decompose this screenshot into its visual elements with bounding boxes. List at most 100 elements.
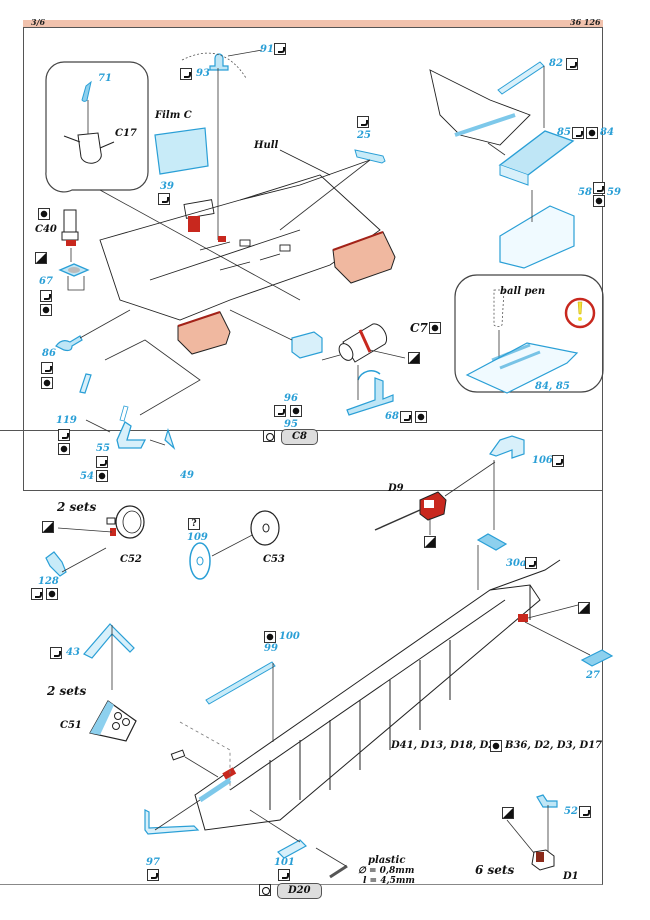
fold-icon	[41, 362, 53, 374]
fold-icon	[552, 455, 564, 467]
part-label-93: 93	[196, 68, 210, 79]
part-label-85: 85	[557, 127, 571, 138]
roll-icon	[96, 470, 108, 482]
remove-icon	[259, 884, 271, 896]
part-c7	[338, 323, 388, 363]
part-label-101: 101	[274, 857, 295, 868]
part-85	[498, 130, 575, 176]
part-label-d9: D9	[388, 483, 404, 494]
part-label-43: 43	[66, 647, 80, 658]
fold-icon	[31, 588, 43, 600]
part-label-52: 52	[564, 806, 578, 817]
fold-icon	[274, 43, 286, 55]
fold-icon	[40, 290, 52, 302]
part-82	[497, 61, 545, 95]
part-58	[499, 205, 575, 269]
red-detail-c	[222, 767, 237, 780]
page-number: 3/6	[31, 17, 46, 27]
part-86	[55, 335, 83, 352]
paint-icon	[502, 807, 514, 819]
small-bracket	[170, 749, 186, 761]
fold-icon	[50, 647, 62, 659]
fold-icon	[593, 182, 605, 194]
part-label-100: 100	[279, 631, 300, 642]
part-label-128: 128	[38, 576, 59, 587]
kit-number: 36 126	[570, 17, 601, 27]
hull-label: Hull	[254, 140, 279, 151]
paint-icon	[578, 602, 590, 614]
roll-icon	[290, 405, 302, 417]
fold-icon	[572, 127, 584, 139]
part-label-55: 55	[96, 443, 110, 454]
part-label-109: 109	[187, 532, 208, 543]
six-sets-label: 6 sets	[475, 863, 515, 877]
part-label-91: 91	[260, 44, 274, 55]
part-30a	[476, 533, 508, 551]
paint-icon	[408, 352, 420, 364]
part-84-85-template	[465, 342, 579, 394]
fold-icon	[274, 405, 286, 417]
red-detail-d	[518, 614, 528, 622]
fold-icon	[566, 58, 578, 70]
part-label-25: 25	[357, 130, 371, 141]
part-label-c51: C51	[60, 720, 82, 731]
red-detail-b	[218, 236, 226, 242]
part-119	[79, 373, 92, 394]
part-label-c40: C40	[35, 224, 57, 235]
part-49	[164, 428, 176, 450]
part-label-68: 68	[385, 411, 399, 422]
side-skirt-drawing	[194, 559, 561, 831]
remove-icon	[263, 430, 275, 442]
part-label-39: 39	[160, 181, 174, 192]
part-label-30a: 30a	[506, 558, 527, 569]
fold-icon	[525, 557, 537, 569]
roll-parts-right: B36, D2, D3, D17	[505, 740, 603, 751]
fold-icon	[278, 869, 290, 881]
part-97	[144, 809, 200, 835]
fold-icon	[147, 869, 159, 881]
part-68	[346, 377, 394, 416]
ball-pen-label: ball pen	[500, 286, 546, 297]
part-106	[489, 435, 525, 459]
part-99	[205, 661, 276, 705]
roll-icon	[264, 631, 276, 643]
ball-pen-drawing	[493, 289, 505, 327]
part-label-119: 119	[56, 415, 77, 426]
part-label-58: 58	[578, 187, 592, 198]
part-label-c17: C17	[115, 128, 137, 139]
top-left-subframe-divider	[23, 490, 324, 491]
part-label-95: 95	[284, 419, 298, 430]
ball-pen-callout	[454, 274, 604, 393]
fold-icon	[579, 806, 591, 818]
fold-icon	[58, 429, 70, 441]
hull-drawing	[99, 149, 381, 321]
roll-parts-left: D41, D13, D18, D23	[391, 740, 503, 751]
roll-icon	[40, 304, 52, 316]
roll-icon	[490, 740, 502, 752]
part-43	[83, 623, 135, 659]
fold-icon	[357, 116, 369, 128]
part-55	[116, 421, 147, 449]
roll-icon	[38, 208, 50, 220]
part-label-71: 71	[98, 73, 112, 84]
question-icon: ?	[188, 518, 200, 530]
part-label-54: 54	[80, 471, 94, 482]
part-label-59: 59	[607, 187, 621, 198]
part-label-d20: D20	[277, 883, 322, 899]
part-label-c8: C8	[281, 429, 318, 445]
part-label-82: 82	[549, 58, 563, 69]
fold-icon	[96, 456, 108, 468]
part-label-86: 86	[42, 348, 56, 359]
part-c53	[250, 510, 280, 546]
plastic-rod-title: plastic	[368, 855, 406, 866]
paint-icon	[35, 252, 47, 264]
fold-icon	[158, 193, 170, 205]
part-label-49: 49	[180, 470, 194, 481]
part-96	[291, 331, 323, 359]
red-detail-a	[188, 216, 200, 232]
header-bar-right	[303, 20, 603, 27]
part-71	[81, 80, 92, 102]
roll-icon	[586, 127, 598, 139]
